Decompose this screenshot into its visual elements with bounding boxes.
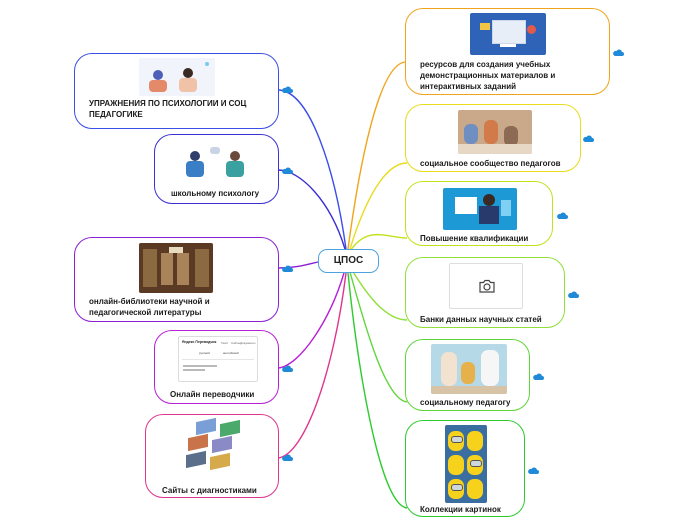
node-social-teacher[interactable]: социальному педагогу [405, 339, 530, 411]
cloud-icon[interactable] [532, 372, 544, 380]
cloud-icon[interactable] [582, 134, 594, 142]
translators-thumbnail: Яндекс Переводчик Текст Сайты Документы … [178, 336, 258, 382]
node-qualification-label: Повышение квалификации [420, 234, 529, 243]
node-qualification[interactable]: Повышение квалификации [405, 181, 553, 246]
central-topic[interactable]: ЦПОС [318, 249, 379, 273]
cloud-icon[interactable] [527, 466, 539, 474]
link-qualification [350, 234, 408, 251]
node-translators-label: Онлайн переводчики [170, 390, 255, 399]
cloud-icon[interactable] [281, 264, 293, 272]
libraries-thumbnail [139, 243, 213, 293]
link-social-teacher [349, 271, 408, 403]
pictures-thumbnail [445, 425, 487, 503]
translator-lang-to: английский [223, 351, 239, 355]
node-community-label: социальное сообщество педагогов [420, 159, 561, 168]
node-diagnostics[interactable]: Сайты с диагностиками [145, 414, 279, 498]
link-pictures [347, 272, 408, 509]
link-libraries [277, 261, 319, 269]
cloud-icon[interactable] [612, 48, 624, 56]
node-libraries-label: онлайн-библиотеки научной и педагогическ… [89, 297, 210, 317]
node-articles-label: Банки данных научных статей [420, 315, 542, 324]
link-articles [351, 269, 408, 321]
node-translators[interactable]: Яндекс Переводчик Текст Сайты Документы … [154, 330, 279, 404]
node-resources-label: ресурсов для создания учебных демонстрац… [420, 60, 556, 91]
exercises-thumbnail [139, 58, 215, 96]
link-school-psychologist [277, 169, 346, 250]
node-libraries[interactable]: онлайн-библиотеки научной и педагогическ… [74, 237, 279, 322]
community-thumbnail [458, 110, 532, 154]
cloud-icon[interactable] [567, 290, 579, 298]
link-resources [347, 61, 408, 250]
node-school-psychologist[interactable]: школьному психологу [154, 134, 279, 204]
articles-thumbnail [449, 263, 523, 309]
cloud-icon[interactable] [281, 364, 293, 372]
link-exercises [277, 89, 347, 250]
social-teacher-thumbnail [431, 344, 507, 394]
node-exercises[interactable]: УПРАЖНЕНИЯ ПО ПСИХОЛОГИИ И СОЦ ПЕДАГОГИК… [74, 53, 279, 129]
translator-tab-text: Текст [221, 341, 229, 345]
node-exercises-label: УПРАЖНЕНИЯ ПО ПСИХОЛОГИИ И СОЦ ПЕДАГОГИК… [89, 99, 247, 119]
translator-lang-from: русский [199, 351, 210, 355]
qualification-thumbnail [443, 188, 517, 230]
node-community[interactable]: социальное сообщество педагогов [405, 104, 581, 172]
cloud-icon[interactable] [281, 453, 293, 461]
link-translators [277, 272, 345, 369]
node-school-psychologist-label: школьному психологу [171, 189, 260, 198]
cloud-icon[interactable] [281, 85, 293, 93]
translator-tab-docs: Документы [240, 341, 256, 345]
node-social-teacher-label: социальному педагогу [420, 398, 511, 407]
resources-thumbnail [470, 13, 546, 55]
node-articles[interactable]: Банки данных научных статей [405, 257, 565, 328]
cloud-icon[interactable] [281, 166, 293, 174]
translator-tab-sites: Сайты [231, 341, 241, 345]
link-community [349, 162, 408, 250]
cloud-icon[interactable] [556, 211, 568, 219]
link-diagnostics [277, 272, 347, 459]
camera-icon [479, 279, 495, 293]
translator-brand: Яндекс Переводчик [182, 340, 217, 344]
node-resources[interactable]: ресурсов для создания учебных демонстрац… [405, 8, 610, 95]
node-pictures-label: Коллекции картинок [420, 505, 501, 514]
diagnostics-thumbnail [182, 418, 248, 472]
node-diagnostics-label: Сайты с диагностиками [162, 486, 257, 495]
school-psychologist-thumbnail [180, 141, 256, 183]
node-pictures[interactable]: Коллекции картинок [405, 420, 525, 517]
